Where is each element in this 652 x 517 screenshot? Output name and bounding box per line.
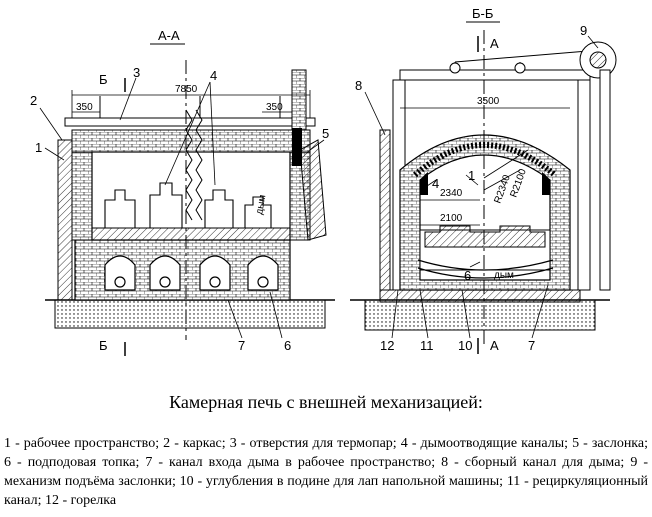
label-10: 10	[458, 338, 472, 353]
figure-legend: 1 - рабочее пространство; 2 - каркас; 3 …	[4, 436, 648, 508]
foundation-right	[364, 299, 596, 331]
lift-beam	[399, 69, 591, 81]
furnace-drawing: А-А	[30, 6, 617, 356]
view-a-a-title: А-А	[158, 28, 180, 43]
label-1-left: 1	[35, 140, 42, 155]
view-b-b-title: Б-Б	[472, 6, 493, 21]
collector-duct	[379, 129, 391, 291]
dim-2340: 2340	[440, 188, 463, 199]
label-3: 3	[133, 65, 140, 80]
label-7-right: 7	[528, 338, 535, 353]
view-b-b: Б-Б А	[350, 6, 617, 354]
label-8: 8	[355, 78, 362, 93]
dim-350-left: 350	[76, 102, 93, 113]
label-7-left: 7	[238, 338, 245, 353]
section-mark-bottom: Б	[99, 338, 108, 353]
label-6-left: 6	[284, 338, 291, 353]
foundation-left	[54, 299, 326, 329]
label-5: 5	[322, 126, 329, 141]
damper	[299, 139, 327, 241]
section-mark-a-bottom: А	[490, 338, 499, 353]
section-mark-a-top: А	[490, 36, 499, 51]
view-a-a: А-А	[30, 28, 335, 356]
firebox-row	[104, 255, 279, 291]
label-6-right: 6	[464, 268, 471, 283]
smoke-text-left: дым	[254, 194, 268, 216]
flue-duct	[292, 128, 302, 166]
frame-left-wall	[57, 139, 73, 301]
label-4-left: 4	[210, 68, 217, 83]
figure-caption: Камерная печь с внешней механизацией:	[169, 392, 483, 412]
smoke-text-right: дым	[494, 270, 514, 281]
workpieces-left	[104, 182, 272, 229]
label-1-right: 1	[468, 168, 475, 183]
dim-7850: 7850	[175, 84, 198, 95]
dim-3500: 3500	[477, 96, 500, 107]
label-9: 9	[580, 23, 587, 38]
dim-350-right: 350	[266, 102, 283, 113]
label-11: 11	[420, 338, 434, 353]
label-2: 2	[30, 93, 37, 108]
label-12: 12	[380, 338, 394, 353]
label-4-right: 4	[432, 176, 439, 191]
section-mark-top: Б	[99, 72, 108, 87]
dim-2100: 2100	[440, 213, 463, 224]
